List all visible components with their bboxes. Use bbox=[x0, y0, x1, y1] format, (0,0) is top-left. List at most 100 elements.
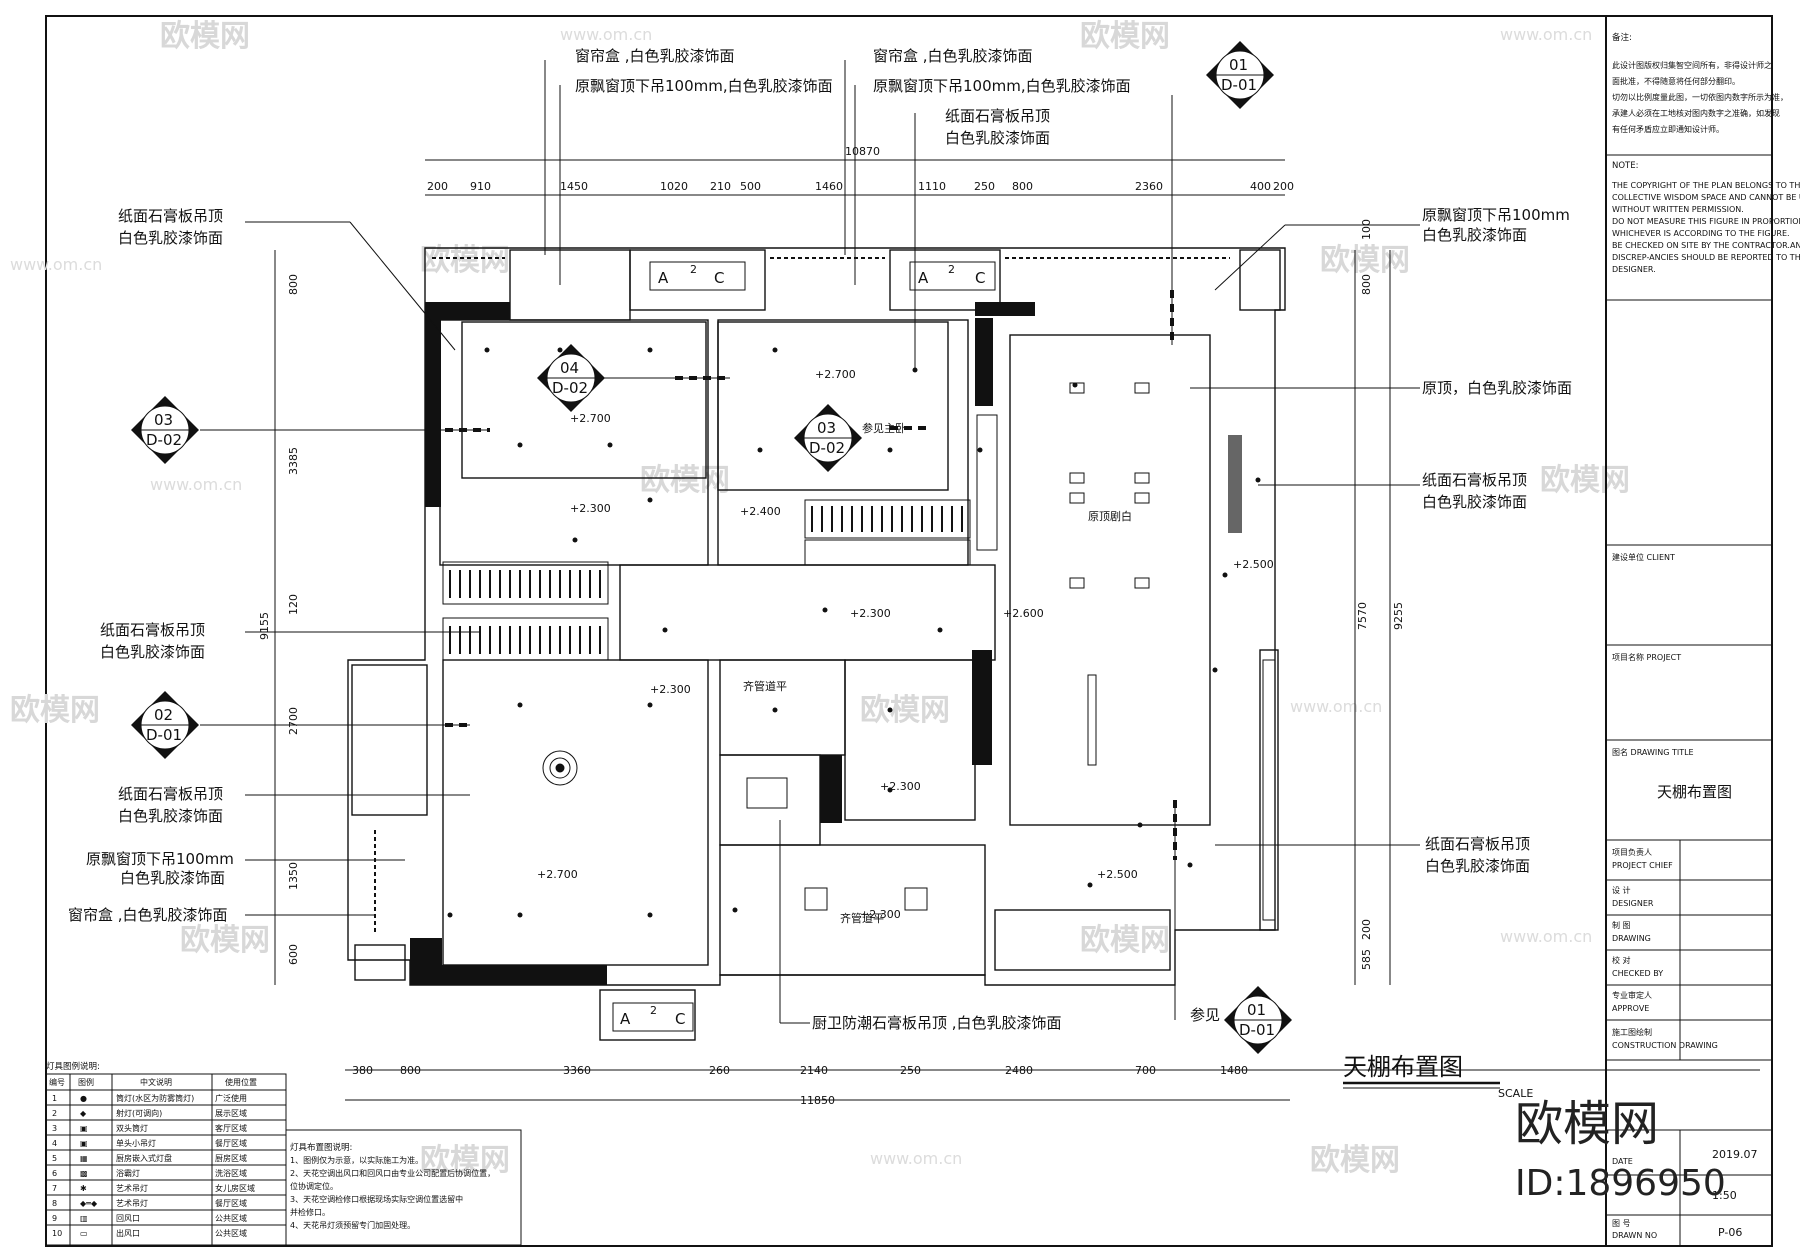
notes-line: 2、天花空调出风口和回风口由专业公司配置后协调位置， bbox=[290, 1168, 495, 1178]
notes-line: 位协调定位。 bbox=[290, 1181, 338, 1191]
remarks-line: 承建人必须在工地核对图内数字之准确，如发现 bbox=[1612, 108, 1780, 118]
legend-header: 编号 bbox=[49, 1077, 65, 1087]
watermark-site: www.om.cn bbox=[560, 25, 652, 44]
legend-cell: 射灯(可调向) bbox=[116, 1108, 162, 1118]
watermark-brand: 欧模网 bbox=[1080, 19, 1170, 54]
dim-label: 500 bbox=[740, 180, 761, 193]
tb-row-cn: 校 对 bbox=[1612, 955, 1631, 965]
drawno-en: DRAWN NO bbox=[1612, 1231, 1657, 1240]
dim-label: 250 bbox=[900, 1064, 921, 1077]
ref-bubble: 03 D-02 bbox=[131, 396, 199, 464]
drawno-value: P-06 bbox=[1718, 1226, 1742, 1239]
legend-cell: ▦ bbox=[80, 1154, 88, 1163]
ac-unit-label: A bbox=[918, 269, 929, 287]
legend-rows: 1●筒灯(水区为防雾筒灯)广泛使用2◆射灯(可调向)展示区域3▣双头筒灯客厅区域… bbox=[52, 1093, 255, 1238]
ref-sheet: D-01 bbox=[1239, 1021, 1275, 1039]
dim-label: 250 bbox=[974, 180, 995, 193]
annotation-text: 纸面石膏板吊顶 bbox=[100, 621, 205, 639]
annotation-text: 纸面石膏板吊顶 bbox=[1425, 835, 1530, 853]
client-label: 建设单位 CLIENT bbox=[1612, 552, 1675, 562]
drawing-title: 天棚布置图 bbox=[1343, 1053, 1463, 1081]
tb-row-cn: 施工图绘制 bbox=[1612, 1027, 1652, 1037]
height-label: +2.300 bbox=[570, 502, 611, 515]
height-label: +2.300 bbox=[650, 683, 691, 696]
vent-slats bbox=[449, 506, 963, 654]
watermark-brand: 欧模网 bbox=[180, 923, 270, 958]
watermark-layer: 欧模网 www.om.cn 欧模网 www.om.cn www.om.cn 欧模… bbox=[10, 19, 1630, 1178]
date-value: 2019.07 bbox=[1712, 1148, 1758, 1161]
watermark-big: 欧模网 bbox=[1515, 1096, 1659, 1152]
ref-sheet: D-02 bbox=[552, 379, 588, 397]
remarks-label: 备注: bbox=[1612, 32, 1632, 43]
dim-label: 700 bbox=[1135, 1064, 1156, 1077]
dim-label: 2480 bbox=[1005, 1064, 1033, 1077]
room-note: 齐管道平 bbox=[840, 911, 884, 925]
watermark-brand: 欧模网 bbox=[640, 463, 730, 498]
dim-label: 2700 bbox=[287, 707, 300, 735]
annotation-text: 白色乳胶漆饰面 bbox=[100, 643, 205, 661]
left-dim-labels: 800 3385 120 2700 1350 600 bbox=[287, 274, 300, 965]
legend-cell: 9 bbox=[52, 1214, 57, 1223]
room-note: 原顶剧白 bbox=[1088, 509, 1132, 523]
ac-unit-label: C bbox=[675, 1010, 685, 1028]
height-label: +2.400 bbox=[740, 505, 781, 518]
legend-header: 图例 bbox=[78, 1077, 94, 1087]
watermark-id: ID:1896950 bbox=[1515, 1163, 1726, 1204]
ref-bubble: 01 D-01 bbox=[1206, 41, 1274, 109]
legend-cell: 4 bbox=[52, 1139, 57, 1148]
annotation-text: 纸面石膏板吊顶 bbox=[118, 207, 223, 225]
annotation-text: 窗帘盒 ,白色乳胶漆饰面 bbox=[873, 47, 1033, 65]
annotations: 窗帘盒 ,白色乳胶漆饰面 原飘窗顶下吊100mm,白色乳胶漆饰面 窗帘盒 ,白色… bbox=[68, 47, 1572, 1032]
annotation-text: 原飘窗顶下吊100mm,白色乳胶漆饰面 bbox=[873, 77, 1131, 95]
top-dim-labels: 200 910 1450 1020 210 500 1460 1110 250 … bbox=[427, 180, 1294, 193]
dim-label: 210 bbox=[710, 180, 731, 193]
ceiling-heights: +2.700 +2.300 +2.700 +2.400 +2.300 +2.60… bbox=[537, 368, 1274, 921]
ref-num: 03 bbox=[154, 411, 173, 429]
note-line: THE COPYRIGHT OF THE PLAN BELONGS TO THE bbox=[1611, 181, 1800, 190]
scale-value: 1:50 bbox=[1712, 1189, 1737, 1202]
leader-lines bbox=[245, 60, 1420, 1024]
titleblock-drawing-title: 天棚布置图 bbox=[1657, 783, 1732, 801]
legend-cell: 8 bbox=[52, 1199, 57, 1208]
ac-unit-label: C bbox=[714, 269, 724, 287]
dim-label: 1350 bbox=[287, 862, 300, 890]
notes-line: 并检修口。 bbox=[290, 1207, 330, 1217]
legend-cell: 餐厅区域 bbox=[215, 1138, 247, 1148]
legend-cell: 展示区域 bbox=[215, 1108, 247, 1118]
legend-cell: ▭ bbox=[80, 1229, 88, 1238]
annotation-text: 纸面石膏板吊顶 bbox=[1422, 471, 1527, 489]
legend-cell: ▣ bbox=[80, 1124, 88, 1133]
height-label: +2.300 bbox=[880, 780, 921, 793]
legend-cell: 6 bbox=[52, 1169, 57, 1178]
room-notes: 原顶剧白 参见主卧 齐管道平 齐管道平 bbox=[743, 421, 1132, 925]
legend-cell: 2 bbox=[52, 1109, 57, 1118]
ac-unit-sup: 2 bbox=[690, 263, 697, 276]
legend-cell: 厨房嵌入式灯盘 bbox=[116, 1153, 172, 1163]
legend-cell: 广泛使用 bbox=[215, 1093, 247, 1103]
structural-columns bbox=[410, 302, 1035, 985]
dim-label: 380 bbox=[352, 1064, 373, 1077]
legend-cell: ▩ bbox=[80, 1169, 88, 1178]
dimension-lines bbox=[274, 159, 1760, 1101]
dim-label: 400 bbox=[1250, 180, 1271, 193]
annotation-text: 白色乳胶漆饰面 bbox=[1422, 493, 1527, 511]
annotation-text: 窗帘盒 ,白色乳胶漆饰面 bbox=[575, 47, 735, 65]
legend-cell: 艺术吊灯 bbox=[116, 1198, 148, 1208]
legend-cell: ✱ bbox=[80, 1184, 87, 1193]
legend-cell: 公共区域 bbox=[215, 1213, 247, 1223]
annotation-text: 白色乳胶漆饰面 bbox=[945, 129, 1050, 147]
sheet-border bbox=[45, 15, 1773, 1247]
tb-row-en: DRAWING bbox=[1612, 934, 1651, 943]
height-label: +2.500 bbox=[1097, 868, 1138, 881]
watermark-site: www.om.cn bbox=[1500, 927, 1592, 946]
dim-label: 3360 bbox=[563, 1064, 591, 1077]
watermark-brand: 欧模网 bbox=[420, 243, 510, 278]
dim-label: 910 bbox=[470, 180, 491, 193]
legend-cell: ◆═◆ bbox=[80, 1199, 98, 1208]
curtain-box bbox=[374, 257, 1230, 935]
legend-cell: 双头筒灯 bbox=[116, 1123, 148, 1133]
dim-total-height: 7570 bbox=[1356, 602, 1369, 630]
watermark-brand: 欧模网 bbox=[160, 19, 250, 54]
legend-cell: 筒灯(水区为防雾筒灯) bbox=[116, 1093, 194, 1103]
